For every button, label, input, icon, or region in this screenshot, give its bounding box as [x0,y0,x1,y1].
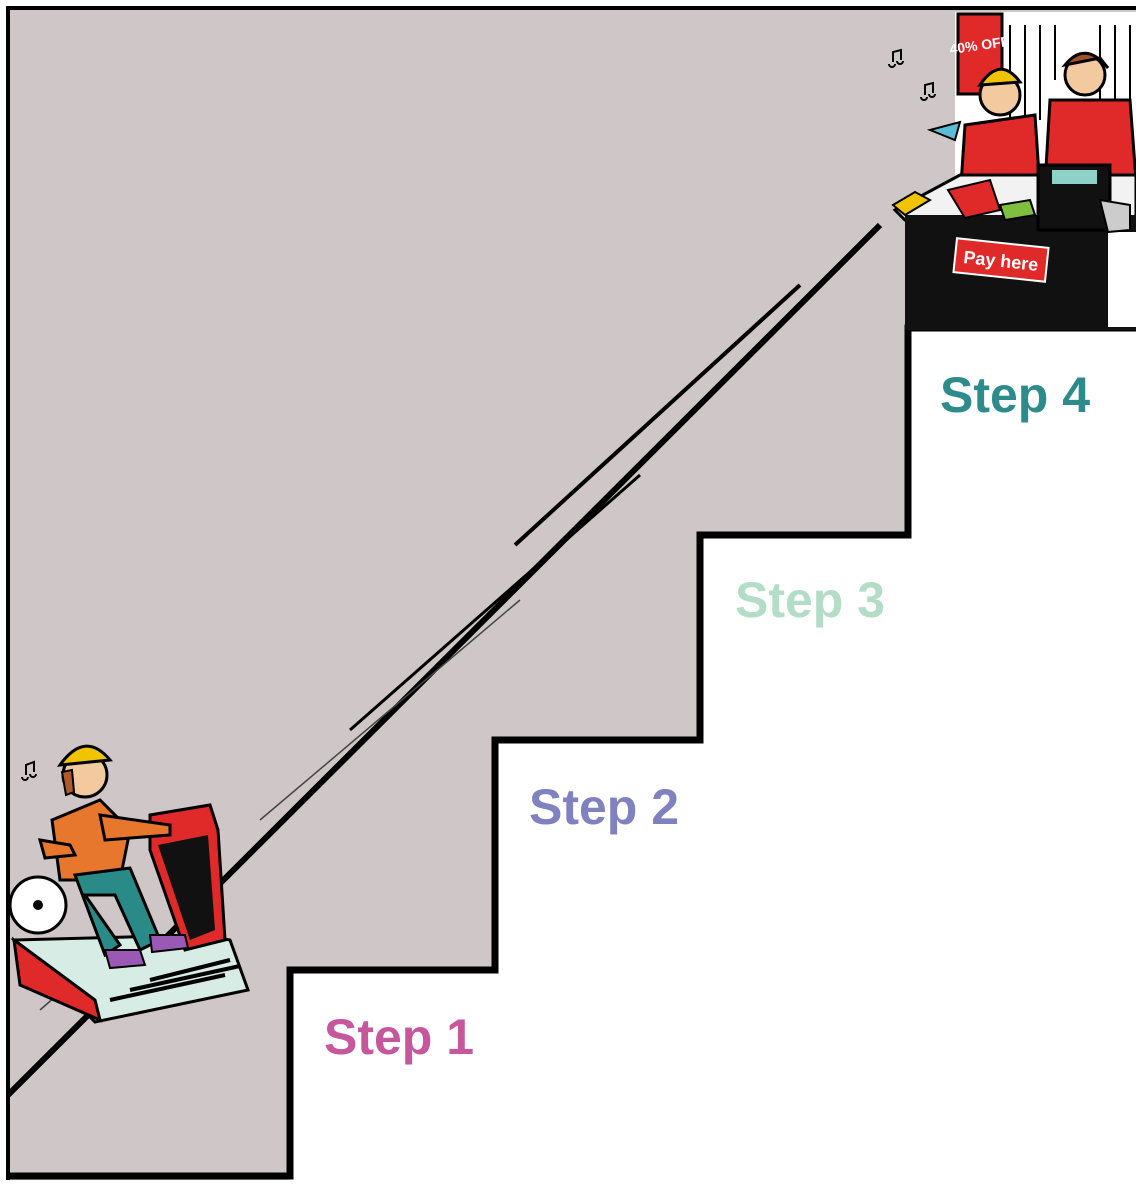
sale-sign [956,12,1004,96]
store-counter: 40% OFF Pay here [888,12,1136,330]
step-4-label: Step 4 [940,367,1091,423]
music-note-icon [21,760,37,781]
step-3-label: Step 3 [735,572,886,628]
wheelchair-user-icon [8,744,250,1024]
music-note-icon [888,48,936,101]
stair-steps [290,328,1136,1189]
step-2-label: Step 2 [529,779,680,835]
frame-outline [6,6,1136,1180]
step-1-label: Step 1 [324,1009,475,1065]
stair-outline [8,324,1136,1180]
pay-here-sign [952,237,1050,283]
cash-register-icon [1036,163,1131,234]
